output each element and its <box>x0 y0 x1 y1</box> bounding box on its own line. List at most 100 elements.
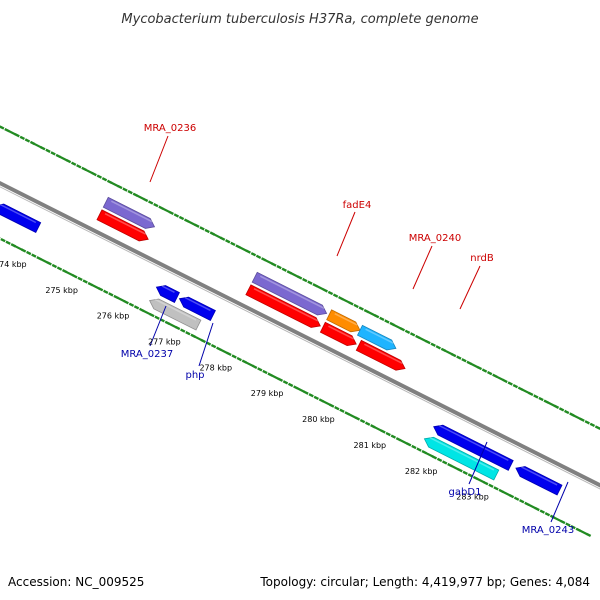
backbone-highlight <box>0 186 600 490</box>
gene-labels: MRA_0236fadE4MRA_0240nrdBMRA_0237phpgabD… <box>121 123 574 536</box>
reverse-tick-mark <box>91 283 100 290</box>
forward-tick-mark <box>456 355 462 360</box>
reverse-tick-mark <box>524 501 530 507</box>
reverse-tick-mark <box>553 516 562 523</box>
reverse-tick-mark <box>488 483 494 488</box>
reverse-tick-mark <box>257 367 263 372</box>
reverse-tick-mark <box>527 503 537 510</box>
reverse-tick-mark <box>236 356 242 362</box>
reverse-tick-mark <box>210 343 217 349</box>
gene-label: MRA_0243 <box>522 525 574 536</box>
kbp-tick-label: 278 kbp <box>199 363 232 372</box>
forward-tick-mark <box>538 396 544 402</box>
forward-tick-mark <box>553 404 560 409</box>
forward-tick-mark <box>148 200 154 205</box>
reverse-tick-mark <box>26 250 32 256</box>
reverse-tick-mark <box>462 470 468 475</box>
reverse-tick-mark <box>20 248 27 253</box>
gene-arrow-shine <box>104 213 147 235</box>
reverse-tick-mark <box>502 490 511 497</box>
forward-tick-mark <box>14 133 20 138</box>
reverse-tick-mark <box>344 411 350 416</box>
forward-tick-mark <box>4 127 10 133</box>
kbp-tick-label: 274 kbp <box>0 260 27 269</box>
forward-tick-mark <box>312 283 318 288</box>
reverse-tick-mark <box>205 341 212 346</box>
gene-label: MRA_0237 <box>121 349 173 360</box>
reverse-tick-mark <box>318 398 325 403</box>
forward-tick-mark <box>250 252 257 257</box>
reverse-tick-mark <box>194 335 203 342</box>
forward-tick-mark <box>45 148 51 153</box>
forward-tick-mark <box>348 301 354 306</box>
reverse-tick-mark <box>476 477 485 484</box>
forward-tick-mark <box>173 213 180 218</box>
gene-arrow-shine <box>259 275 325 309</box>
genome-backbone <box>0 180 600 490</box>
reverse-tick-mark <box>231 354 237 359</box>
reverse-tick-mark <box>128 302 135 307</box>
reverse-tick-mark <box>575 527 581 532</box>
reverse-tick-mark <box>348 413 357 419</box>
reverse-tick-mark <box>447 462 453 468</box>
reverse-tick-mark <box>303 390 309 395</box>
gene-features <box>0 196 563 496</box>
reverse-tick-mark <box>493 486 499 491</box>
forward-tick-mark <box>50 151 56 156</box>
reverse-tick-mark <box>334 406 340 411</box>
reverse-tick-mark <box>416 447 422 452</box>
reverse-tick-mark <box>457 468 463 473</box>
reverse-tick-mark <box>329 403 335 408</box>
forward-tick-mark <box>76 164 82 169</box>
forward-tick-mark <box>178 215 185 221</box>
reverse-tick-mark <box>219 348 228 355</box>
forward-tick-mark <box>187 220 196 226</box>
gene-label: php <box>185 370 204 381</box>
reverse-tick-mark <box>241 359 248 364</box>
reverse-tick-mark <box>313 395 319 400</box>
reverse-tick-mark <box>77 276 83 282</box>
forward-tick-mark <box>332 293 339 298</box>
reverse-tick-mark <box>322 400 331 406</box>
reverse-tick-mark <box>36 256 42 261</box>
reverse-tick-mark <box>373 426 382 432</box>
reverse-tick-mark <box>87 281 94 287</box>
gene-arrow-shine <box>365 328 394 344</box>
forward-tick-mark <box>101 177 108 182</box>
forward-tick-mark <box>219 236 226 241</box>
forward-tick-mark <box>594 425 600 430</box>
forward-tick-mark <box>367 310 376 317</box>
reverse-tick-mark <box>216 346 222 351</box>
reverse-tick-mark <box>421 449 427 455</box>
reverse-tick-mark <box>277 377 284 382</box>
label-leader-line <box>336 211 356 257</box>
gene-arrow-shine <box>184 296 211 312</box>
reverse-tick-mark <box>226 351 232 357</box>
forward-tick-mark <box>65 158 72 164</box>
kbp-tick-label: 280 kbp <box>302 415 335 424</box>
forward-tick-mark <box>384 319 390 324</box>
forward-tick-mark <box>517 386 524 391</box>
forward-tick-mark <box>481 368 488 373</box>
gene-label: MRA_0240 <box>409 233 461 244</box>
reverse-tick-mark <box>40 258 49 264</box>
forward-tick-mark <box>204 228 210 234</box>
reverse-tick-mark <box>565 522 571 527</box>
forward-tick-mark <box>533 394 539 399</box>
forward-tick-mark <box>409 332 416 337</box>
forward-tick-mark <box>40 146 46 151</box>
forward-tick-mark <box>435 345 441 350</box>
gene-label: fadE4 <box>343 200 372 211</box>
forward-tick-mark <box>353 303 359 309</box>
reverse-tick-mark <box>450 464 460 471</box>
reverse-tick-mark <box>46 261 52 266</box>
reverse-tick-mark <box>354 416 361 421</box>
reverse-tick-mark <box>472 475 479 481</box>
reverse-tick-mark <box>14 245 23 251</box>
forward-tick-mark <box>327 290 334 296</box>
reverse-tick-mark <box>72 274 78 279</box>
forward-tick-mark <box>132 192 138 197</box>
reverse-tick-mark <box>180 328 186 333</box>
reverse-tick-mark <box>190 333 196 338</box>
